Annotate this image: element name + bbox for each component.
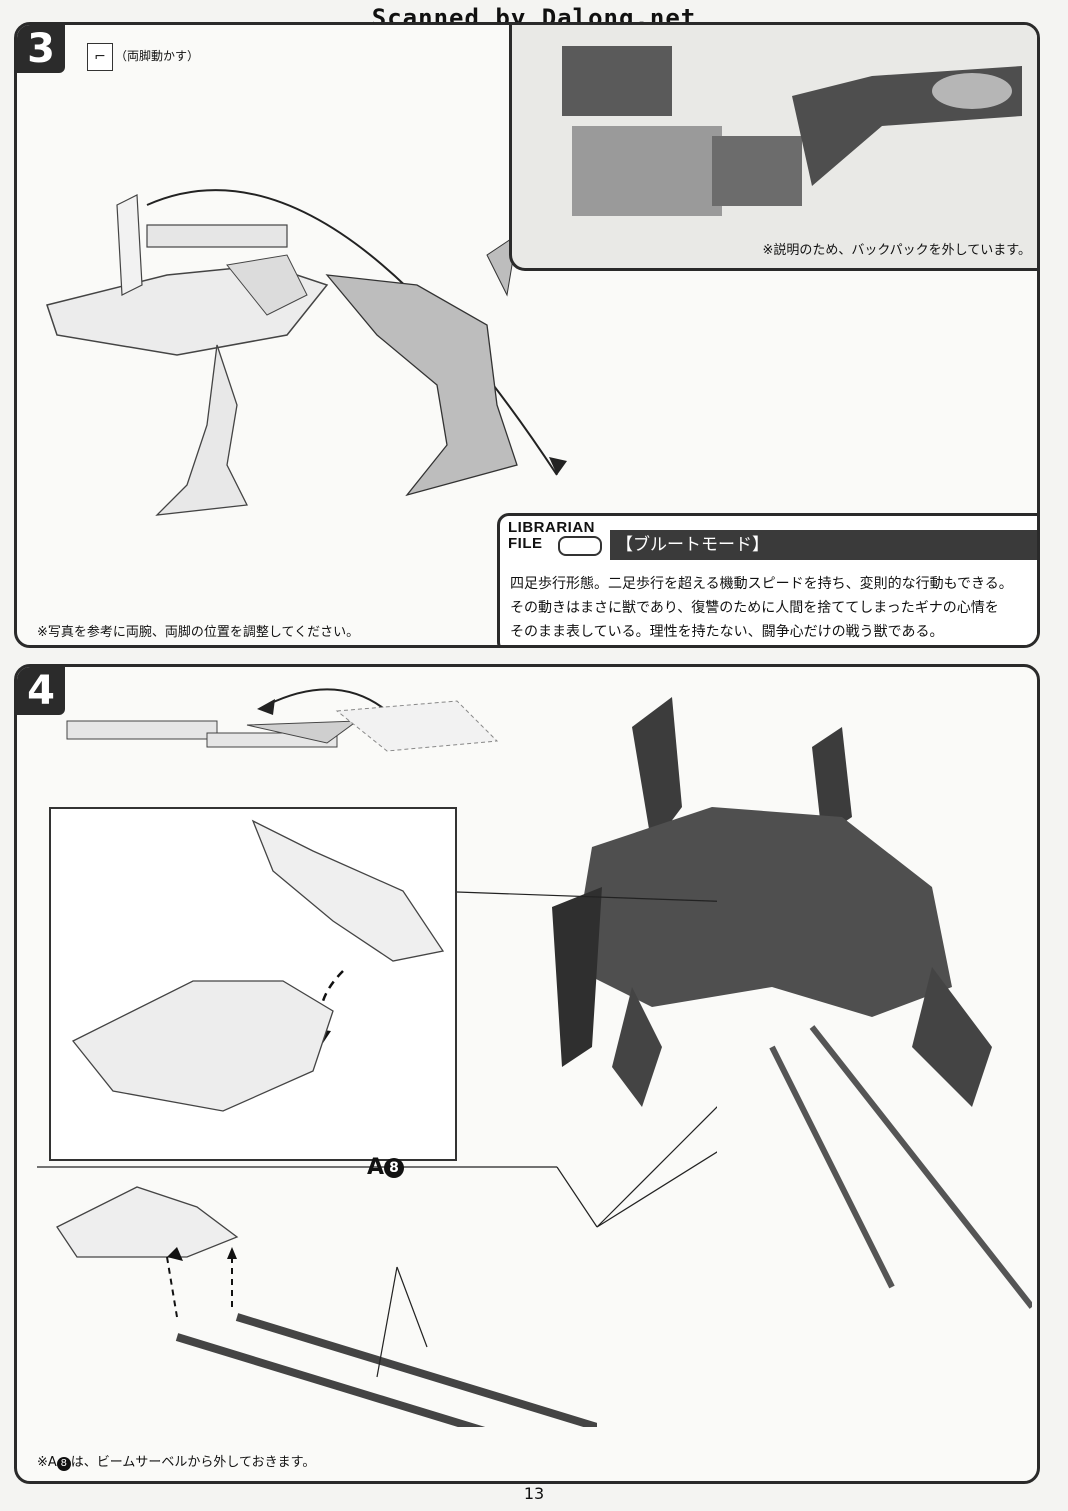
step-3-panel: 3 ⌐ （両脚動かす） ※説明のため、バックパックを外しています。 ※写真を参考… [14, 22, 1040, 648]
photo-model-silhouette [562, 46, 1022, 216]
detail-callout [49, 807, 457, 1161]
librarian-header: LIBRARIAN FILE 【ブルートモード】 [500, 516, 1037, 560]
backpack-rotation-diagram [66, 688, 499, 752]
rotation-arrow-head [549, 457, 567, 475]
page-number: 13 [523, 1484, 545, 1503]
step-4-panel: 4 [14, 664, 1040, 1484]
librarian-line-1: 四足歩行形態。二足歩行を超える機動スピードを持ち、変則的な行動もできる。 [510, 576, 1013, 592]
step-number-3: 3 [17, 25, 65, 73]
photo-note: ※説明のため、バックパックを外しています。 [762, 243, 1031, 258]
step-number-4: 4 [17, 667, 65, 715]
librarian-emblem-icon [558, 536, 602, 556]
part-number-badge: 8 [384, 1158, 405, 1178]
part-number-inline: 8 [56, 1457, 71, 1471]
brute-mode-diagram [46, 189, 567, 516]
librarian-title: 【ブルートモード】 [610, 530, 1037, 560]
adjust-note: ※写真を参考に両腕、両脚の位置を調整してください。 [37, 625, 360, 640]
detail-assembly-diagram [71, 819, 445, 1112]
librarian-file: LIBRARIAN FILE 【ブルートモード】 四足歩行形態。二足歩行を超える… [497, 513, 1037, 645]
librarian-body: 四足歩行形態。二足歩行を超える機動スピードを持ち、変則的な行動もできる。 その動… [510, 572, 1037, 644]
leader-lines [37, 891, 717, 1228]
saber-removal-diagram [56, 1186, 597, 1427]
librarian-logo: LIBRARIAN FILE [508, 519, 595, 552]
model-photo [552, 697, 1032, 1309]
leg-icon: ⌐ [87, 43, 113, 71]
librarian-line-3: そのまま表している。理性を持たない、闘争心だけの戦う獣である。 [510, 624, 944, 640]
reference-photo: ※説明のため、バックパックを外しています。 [509, 25, 1037, 271]
step-3-instruction: （両脚動かす） [115, 49, 200, 63]
librarian-line-2: その動きはまさに獣であり、復讐のために人間を捨ててしまったギナの心情を [510, 600, 999, 616]
